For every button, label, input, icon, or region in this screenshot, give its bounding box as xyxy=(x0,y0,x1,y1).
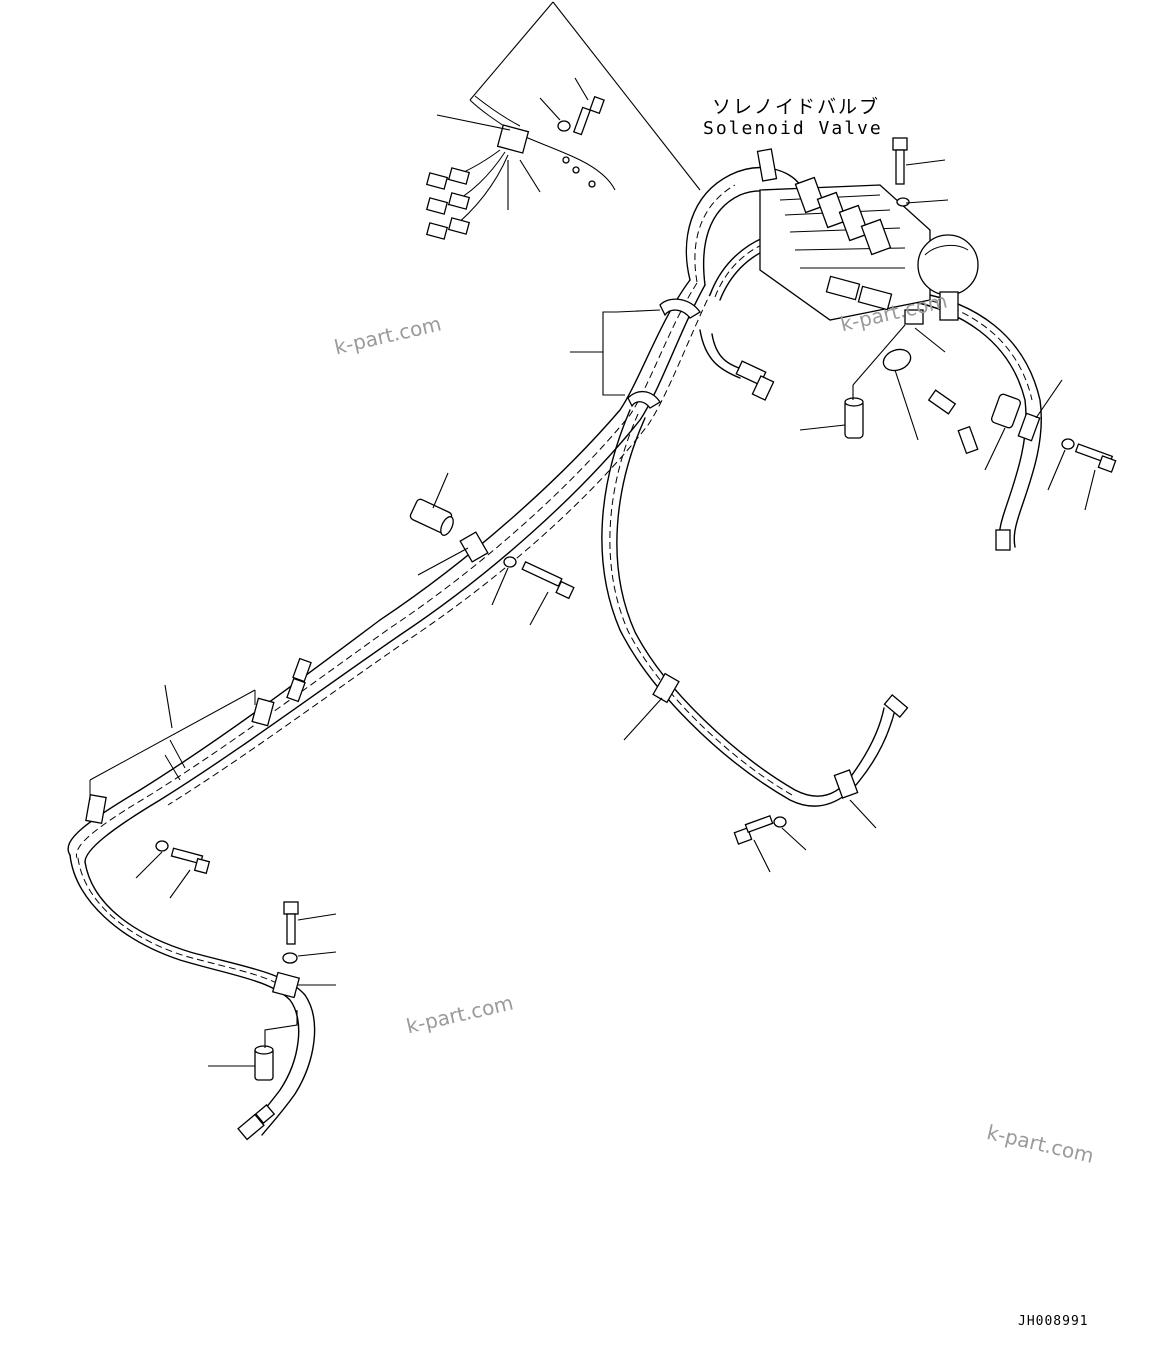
lower-left-hose xyxy=(69,854,316,1136)
washers xyxy=(155,120,1075,964)
middle-branch-hose xyxy=(699,329,775,401)
bolts xyxy=(170,95,1117,945)
main-hose-bundle xyxy=(67,279,713,863)
solenoid-valve-block xyxy=(756,148,979,321)
right-hose xyxy=(904,291,1042,548)
leader-lines xyxy=(135,1,1096,1067)
solenoid-valve-label-jp: ソレノイドバルブ xyxy=(712,96,881,118)
clamps xyxy=(85,298,1041,999)
spacers xyxy=(254,393,1021,1081)
solenoid-valve-label-en: Solenoid Valve xyxy=(703,118,883,139)
hose-fittings xyxy=(237,389,1011,1141)
center-hose-loop xyxy=(601,409,896,807)
document-number: JH008991 xyxy=(1018,1314,1089,1329)
protector-sleeve xyxy=(89,689,256,800)
electrical-harness xyxy=(425,95,616,240)
